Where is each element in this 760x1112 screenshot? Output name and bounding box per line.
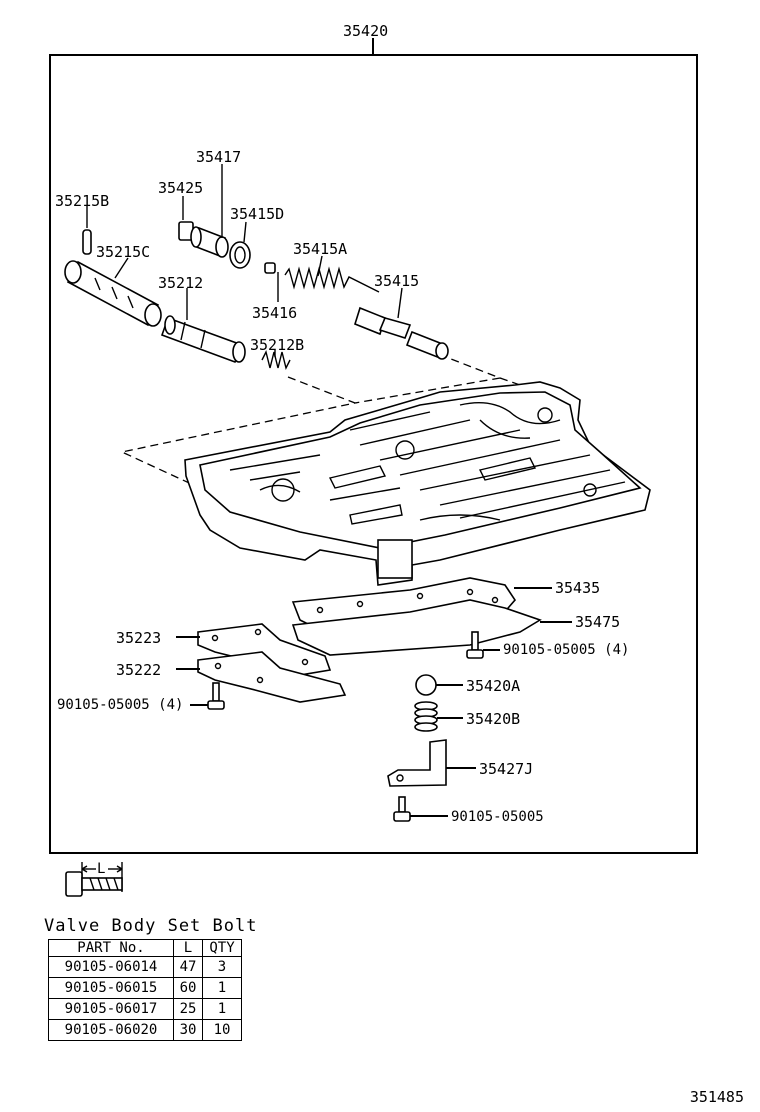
part-35212-valve xyxy=(160,315,246,364)
part-35215B-pin xyxy=(82,229,92,255)
part-90105-bolt-single xyxy=(393,796,411,822)
callout-35215B: 35215B xyxy=(55,192,109,210)
leader-35415A xyxy=(317,255,323,277)
cell-quantity: 1 xyxy=(202,977,242,999)
part-35215C-sleeve xyxy=(64,260,162,327)
callout-90105-single: 90105-05005 xyxy=(451,809,544,825)
catalog-number: 351485 xyxy=(689,1088,744,1106)
part-35212B-spring xyxy=(261,349,291,371)
cell-part-no: 90105-06020 xyxy=(48,1019,174,1041)
bolt-table-title: Valve Body Set Bolt xyxy=(44,916,258,936)
bolt-dimension-sketch xyxy=(65,862,123,897)
part-35415D-ring xyxy=(229,241,251,269)
callout-90105-right: 90105-05005 (4) xyxy=(503,642,629,658)
part-90105-bolt-left xyxy=(207,682,225,710)
header-quantity: QTY xyxy=(202,939,242,957)
part-35415-valve xyxy=(354,306,449,360)
valve-body-casting xyxy=(184,381,651,586)
part-35223-plate xyxy=(197,623,332,676)
leader-35415 xyxy=(397,287,403,319)
callout-35415D: 35415D xyxy=(230,205,284,223)
part-35415A-spring xyxy=(284,266,380,293)
callout-35420A: 35420A xyxy=(466,677,520,695)
callout-35420B: 35420B xyxy=(466,710,520,728)
part-35222-gasket xyxy=(197,651,347,703)
callout-35415A: 35415A xyxy=(293,240,347,258)
table-row: 90105-06014 47 3 xyxy=(48,956,242,978)
callout-35417: 35417 xyxy=(196,148,241,166)
callout-35425: 35425 xyxy=(158,179,203,197)
part-35420B-spring xyxy=(414,701,438,732)
table-header-row: PART No. L QTY xyxy=(48,939,242,957)
leader-35415D xyxy=(243,221,247,243)
part-35417-plug xyxy=(190,226,229,258)
table-row: 90105-06020 30 10 xyxy=(48,1019,242,1041)
cell-length: 30 xyxy=(173,1019,203,1041)
bolt-dimension-label: L xyxy=(97,861,105,877)
part-35420A-ball xyxy=(415,674,437,696)
callout-35435: 35435 xyxy=(555,579,600,597)
callout-35427J: 35427J xyxy=(479,760,533,778)
callout-35212: 35212 xyxy=(158,274,203,292)
callout-35475: 35475 xyxy=(575,613,620,631)
cell-length: 60 xyxy=(173,977,203,999)
cell-part-no: 90105-06017 xyxy=(48,998,174,1020)
cell-quantity: 1 xyxy=(202,998,242,1020)
callout-35222: 35222 xyxy=(116,661,161,679)
cell-part-no: 90105-06015 xyxy=(48,977,174,999)
bolt-specification-table: PART No. L QTY 90105-06014 47 3 90105-06… xyxy=(48,939,242,1041)
callout-35223: 35223 xyxy=(116,629,161,647)
cell-length: 25 xyxy=(173,998,203,1020)
assembly-number-label: 35420 xyxy=(343,22,388,40)
table-row: 90105-06017 25 1 xyxy=(48,998,242,1020)
part-35427J-bracket xyxy=(387,739,447,787)
cell-quantity: 3 xyxy=(202,956,242,978)
callout-35416: 35416 xyxy=(252,304,297,322)
cell-part-no: 90105-06014 xyxy=(48,956,174,978)
part-35416-retainer xyxy=(264,262,276,274)
header-length: L xyxy=(173,939,203,957)
cell-length: 47 xyxy=(173,956,203,978)
cell-quantity: 10 xyxy=(202,1019,242,1041)
callout-35215C: 35215C xyxy=(96,243,150,261)
header-part-no: PART No. xyxy=(48,939,174,957)
table-row: 90105-06015 60 1 xyxy=(48,977,242,999)
assembly-frame xyxy=(49,54,698,854)
callout-35212B: 35212B xyxy=(250,336,304,354)
leader-35215C xyxy=(114,257,129,279)
callout-35415: 35415 xyxy=(374,272,419,290)
callout-90105-left: 90105-05005 (4) xyxy=(57,697,183,713)
part-90105-bolt-right xyxy=(466,631,484,659)
